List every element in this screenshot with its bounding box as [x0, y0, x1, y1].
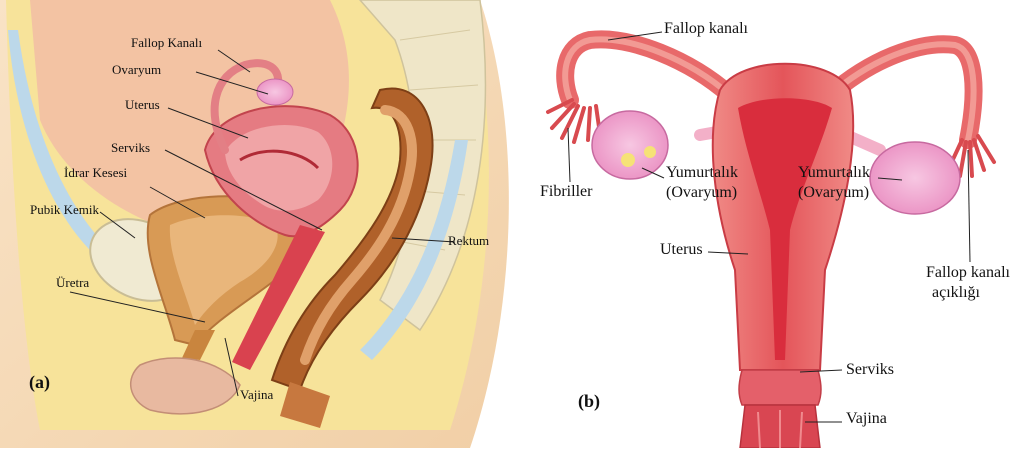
label-uretra-a: Üretra	[56, 276, 89, 290]
label-uterus-b: Uterus	[660, 241, 703, 259]
panel-b-tag: (b)	[578, 391, 600, 412]
ovary-left	[592, 111, 668, 179]
label-ovaryum-a: Ovaryum	[112, 63, 161, 77]
label-serviks-a: Serviks	[111, 141, 150, 155]
panel-a-illustration	[0, 0, 509, 448]
fimbriae-left	[548, 100, 600, 142]
label-vajina-b: Vajina	[846, 410, 887, 428]
label-uterus-a: Uterus	[125, 98, 160, 112]
follicle-left-2	[644, 146, 656, 158]
label-fibriller-b: Fibriller	[540, 183, 592, 201]
label-yumurtalik-left-1-b: Yumurtalık	[666, 164, 738, 182]
label-fallop-kanali-a: Fallop Kanalı	[131, 36, 202, 50]
label-fallop-kanali-b: Fallop kanalı	[664, 20, 748, 38]
label-pubik-kemik-a: Pubik Kemik	[30, 203, 99, 217]
leader-fibriller-b	[568, 128, 570, 182]
follicle-left-1	[621, 153, 635, 167]
label-yumurtalik-right-2-b: (Ovaryum)	[798, 184, 869, 202]
label-serviks-b: Serviks	[846, 361, 894, 379]
panel-b-illustration	[548, 39, 994, 448]
label-yumurtalik-right-1-b: Yumurtalık	[798, 164, 870, 182]
label-vajina-a: Vajina	[240, 388, 273, 402]
cervix-b	[739, 370, 821, 405]
label-fallop-aciklik-2-b: açıklığı	[932, 284, 980, 302]
panel-a-tag: (a)	[29, 372, 50, 393]
label-yumurtalik-left-2-b: (Ovaryum)	[666, 184, 737, 202]
label-rektum-a: Rektum	[448, 234, 489, 248]
label-idrar-kesesi-a: İdrar Kesesi	[64, 166, 127, 180]
label-fallop-aciklik-1-b: Fallop kanalı	[926, 264, 1010, 282]
